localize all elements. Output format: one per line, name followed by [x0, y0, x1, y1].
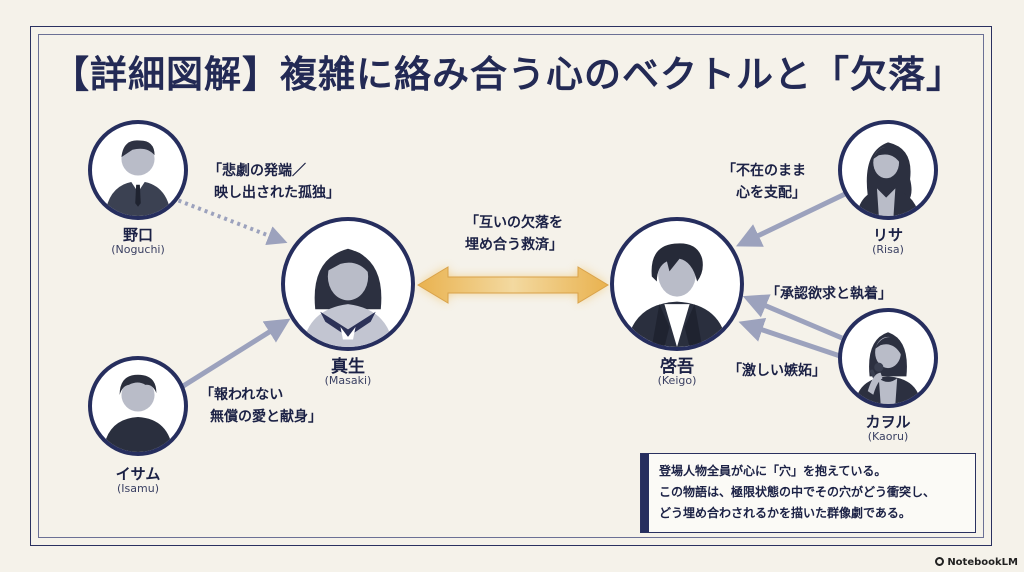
- label-isamu-masaki: 「報われない 無償の愛と献身」: [200, 384, 322, 428]
- label-kaoru-keigo-2: 「激しい嫉妬」: [728, 363, 826, 379]
- avatar-risa: [838, 120, 938, 220]
- label-kaoru-keigo-1: 「承認欲求と執着」: [766, 286, 892, 302]
- label-masaki-keigo-line1: 「互いの欠落を: [465, 215, 563, 231]
- romaji-masaki: (Masaki): [324, 374, 372, 387]
- label-noguchi-masaki-line2: 映し出された孤独」: [214, 185, 340, 201]
- brand-label: NotebookLM: [947, 557, 1018, 568]
- name-keigo: 啓吾: [660, 357, 694, 377]
- romaji-kaoru: (Kaoru): [867, 430, 909, 443]
- note-accent-bar: [641, 454, 649, 532]
- avatar-keigo: [610, 217, 744, 351]
- romaji-keigo: (Keigo): [657, 374, 697, 387]
- arrow-kaoru-keigo-1: [742, 294, 843, 341]
- arrow-kaoru-keigo-2: [738, 317, 841, 359]
- romaji-isamu: (Isamu): [117, 482, 159, 495]
- arrow-risa-keigo: [735, 191, 847, 247]
- notebooklm-brand: NotebookLM: [935, 557, 1018, 568]
- name-noguchi: 野口: [122, 226, 153, 244]
- avatar-kaoru: [838, 308, 938, 408]
- romaji-noguchi: (Noguchi): [111, 243, 165, 256]
- note-line-3: どう埋め合わされるかを描いた群像劇である。: [659, 506, 911, 520]
- page-title: 【詳細図解】複雑に絡み合う心のベクトルと「欠落」: [52, 52, 964, 96]
- inner-frame: [38, 34, 984, 538]
- label-isamu-masaki-line2: 無償の愛と献身」: [210, 409, 322, 425]
- label-noguchi-masaki: 「悲劇の発端／ 映し出された孤独」: [208, 160, 340, 204]
- label-noguchi-masaki-line1: 「悲劇の発端／: [208, 163, 306, 179]
- name-risa: リサ: [872, 226, 903, 244]
- avatar-noguchi: [88, 120, 188, 220]
- name-kaoru: カヲル: [865, 413, 911, 431]
- note-line-1: 登場人物全員が心に「穴」を抱えている。: [659, 464, 887, 478]
- avatar-masaki: [281, 217, 415, 351]
- note-text: 登場人物全員が心に「穴」を抱えている。 この物語は、極限状態の中でその穴がどう衝…: [659, 461, 935, 524]
- note-line-2: この物語は、極限状態の中でその穴がどう衝突し、: [659, 485, 936, 499]
- label-isamu-masaki-line1: 「報われない: [200, 387, 284, 403]
- arrow-isamu-masaki: [178, 318, 291, 391]
- arrow-noguchi-masaki: [171, 196, 288, 245]
- avatar-isamu: [88, 356, 188, 456]
- label-risa-keigo-line2: 心を支配」: [736, 185, 806, 201]
- label-risa-keigo-line1: 「不在のまま: [722, 163, 806, 179]
- label-risa-keigo: 「不在のまま 心を支配」: [722, 160, 806, 204]
- summary-note: 登場人物全員が心に「穴」を抱えている。 この物語は、極限状態の中でその穴がどう衝…: [640, 453, 976, 533]
- notebooklm-logo-icon: [935, 557, 945, 566]
- name-masaki: 真生: [331, 357, 365, 377]
- name-isamu: イサム: [115, 465, 161, 483]
- label-masaki-keigo: 「互いの欠落を 埋め合う救済」: [454, 212, 574, 256]
- outer-frame: [30, 26, 992, 546]
- romaji-risa: (Risa): [872, 243, 904, 256]
- gold-double-arrow: [417, 266, 609, 304]
- label-masaki-keigo-line2: 埋め合う救済」: [465, 237, 563, 253]
